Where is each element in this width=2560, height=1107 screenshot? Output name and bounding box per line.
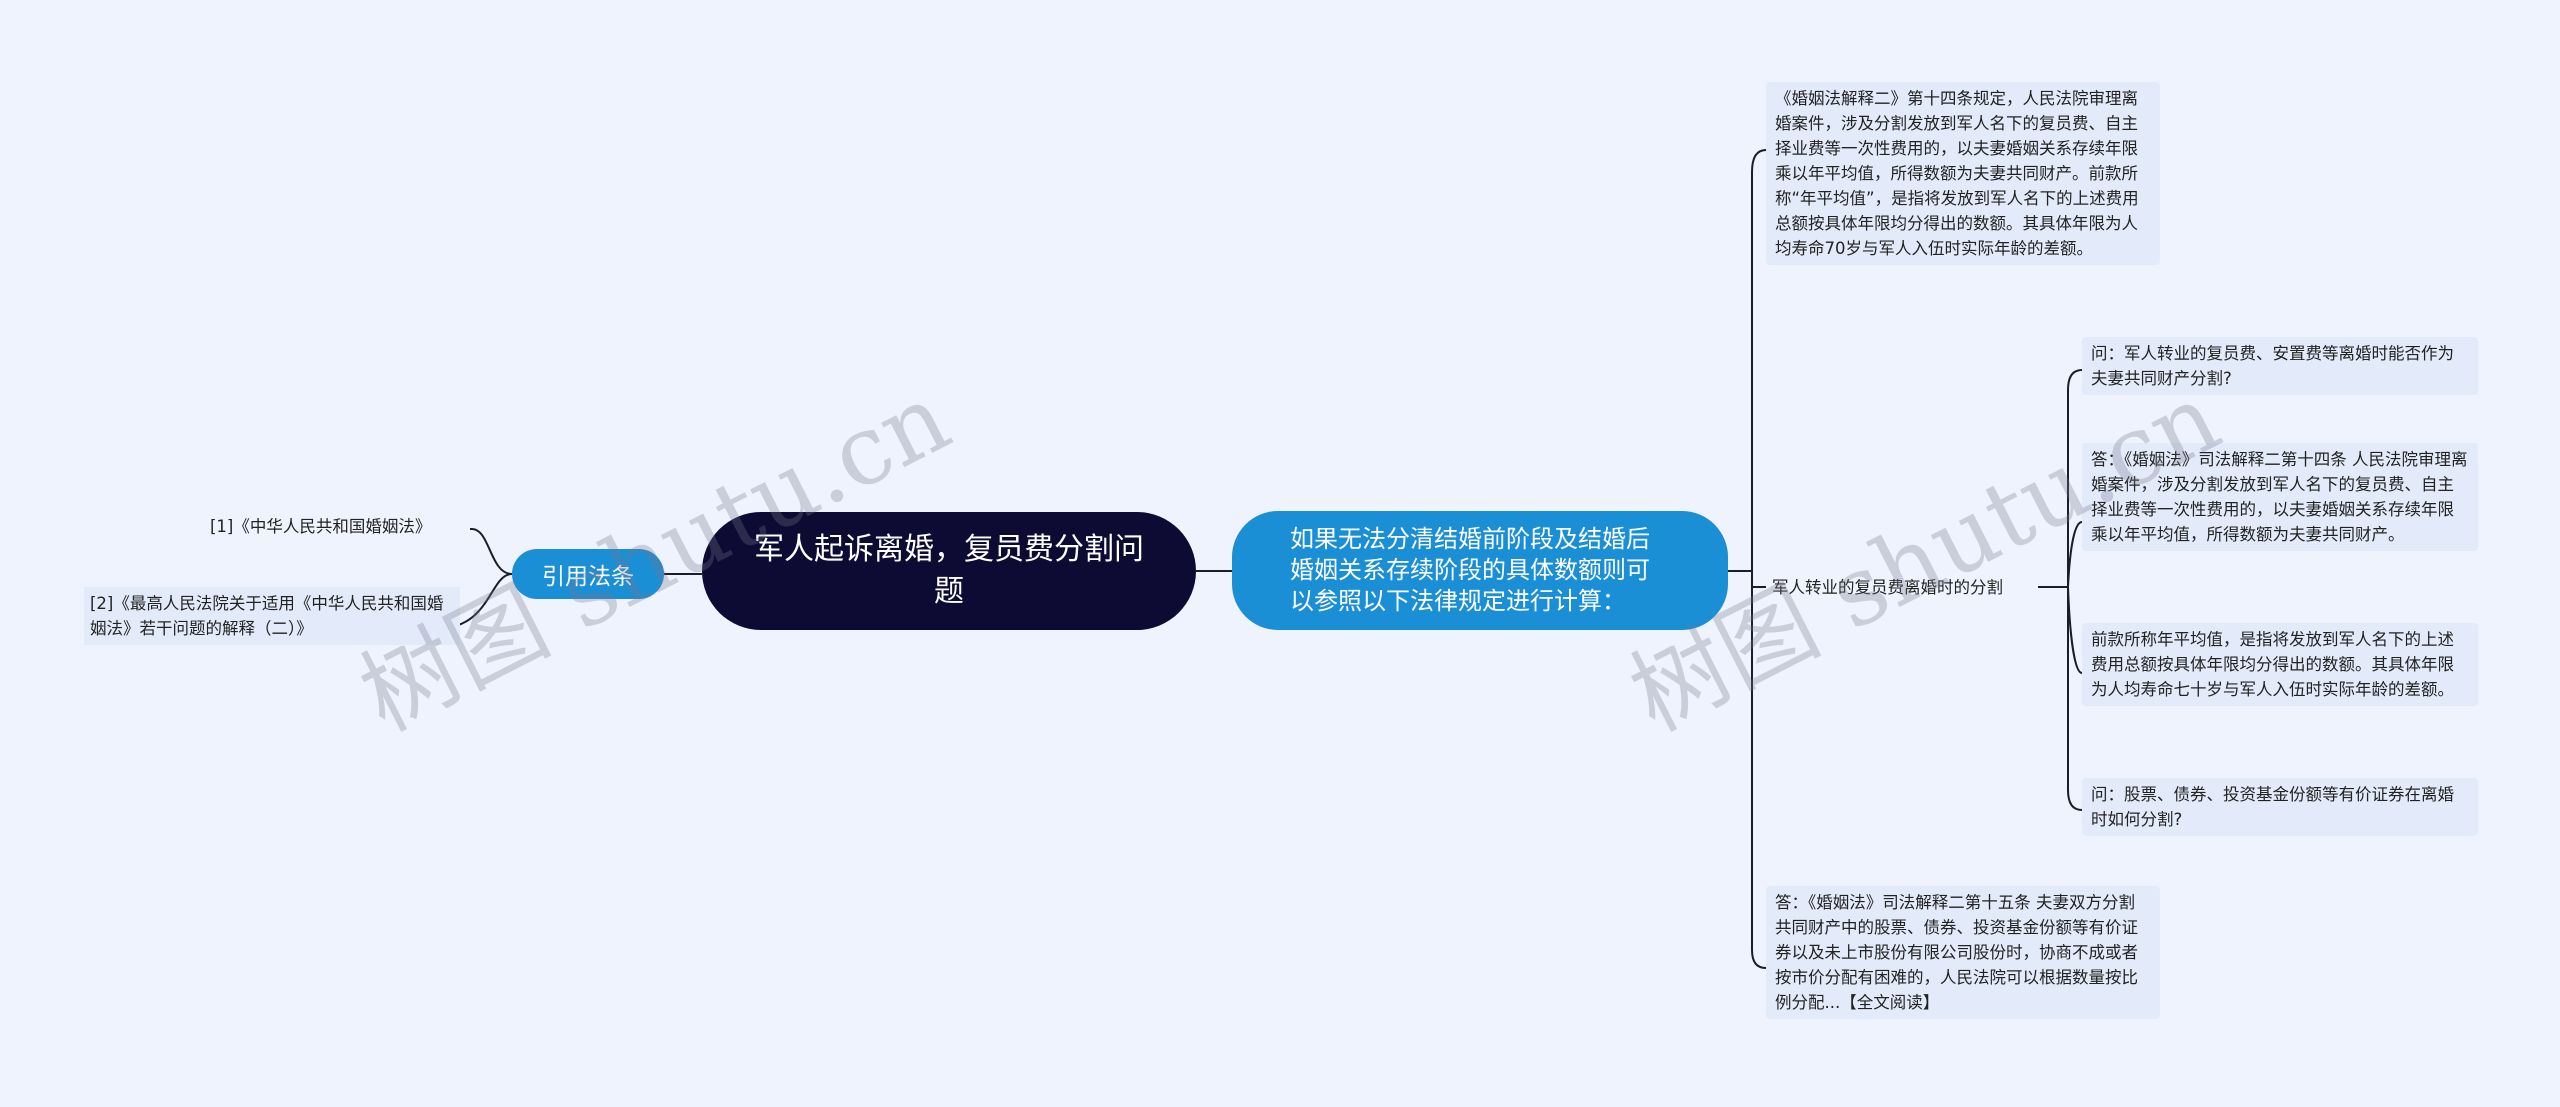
citation-node[interactable]: 引用法条 xyxy=(512,549,664,599)
citation-label: 引用法条 xyxy=(542,564,634,590)
citation-ref-2[interactable]: [2]《最高人民法院关于适用《中华人民共和国婚姻法》若干问题的解释（二）》 xyxy=(84,587,460,645)
sub-item-2[interactable]: 答：《婚姻法》司法解释二第十四条 人民法院审理离婚案件，涉及分割发放到军人名下的… xyxy=(2082,443,2478,551)
branch-label-text: 军人转业的复员费离婚时的分割 xyxy=(1772,578,2003,597)
sub-item-1[interactable]: 问：军人转业的复员费、安置费等离婚时能否作为夫妻共同财产分割? xyxy=(2082,337,2478,395)
branch-label[interactable]: 军人转业的复员费离婚时的分割 xyxy=(1772,575,2042,600)
sub-item-3[interactable]: 前款所称年平均值，是指将发放到军人名下的上述费用总额按具体年限均分得出的数额。其… xyxy=(2082,623,2478,706)
sub-item-1-text: 问：军人转业的复员费、安置费等离婚时能否作为夫妻共同财产分割? xyxy=(2091,344,2454,388)
sub-item-4[interactable]: 问：股票、债券、投资基金份额等有价证券在离婚时如何分割? xyxy=(2082,778,2478,836)
bottom-note-text: 答：《婚姻法》司法解释二第十五条 夫妻双方分割共同财产中的股票、债券、投资基金份… xyxy=(1775,893,2138,1012)
root-title: 军人起诉离婚，复员费分割问题 xyxy=(754,532,1144,609)
bottom-note[interactable]: 答：《婚姻法》司法解释二第十五条 夫妻双方分割共同财产中的股票、债券、投资基金份… xyxy=(1766,886,2160,1019)
top-note[interactable]: 《婚姻法解释二》第十四条规定，人民法院审理离婚案件，涉及分割发放到军人名下的复员… xyxy=(1766,82,2160,265)
citation-ref-1-text: [1]《中华人民共和国婚姻法》 xyxy=(210,517,432,536)
citation-ref-1[interactable]: [1]《中华人民共和国婚姻法》 xyxy=(210,514,470,539)
center-topic[interactable]: 如果无法分清结婚前阶段及结婚后婚姻关系存续阶段的具体数额则可以参照以下法律规定进… xyxy=(1232,511,1728,630)
center-text: 如果无法分清结婚前阶段及结婚后婚姻关系存续阶段的具体数额则可以参照以下法律规定进… xyxy=(1290,525,1650,615)
sub-item-4-text: 问：股票、债券、投资基金份额等有价证券在离婚时如何分割? xyxy=(2091,785,2454,829)
citation-ref-2-text: [2]《最高人民法院关于适用《中华人民共和国婚姻法》若干问题的解释（二）》 xyxy=(90,594,444,638)
root-topic[interactable]: 军人起诉离婚，复员费分割问题 xyxy=(702,512,1196,630)
sub-item-2-text: 答：《婚姻法》司法解释二第十四条 人民法院审理离婚案件，涉及分割发放到军人名下的… xyxy=(2091,450,2468,544)
top-note-text: 《婚姻法解释二》第十四条规定，人民法院审理离婚案件，涉及分割发放到军人名下的复员… xyxy=(1775,89,2139,258)
sub-item-3-text: 前款所称年平均值，是指将发放到军人名下的上述费用总额按具体年限均分得出的数额。其… xyxy=(2091,630,2454,699)
